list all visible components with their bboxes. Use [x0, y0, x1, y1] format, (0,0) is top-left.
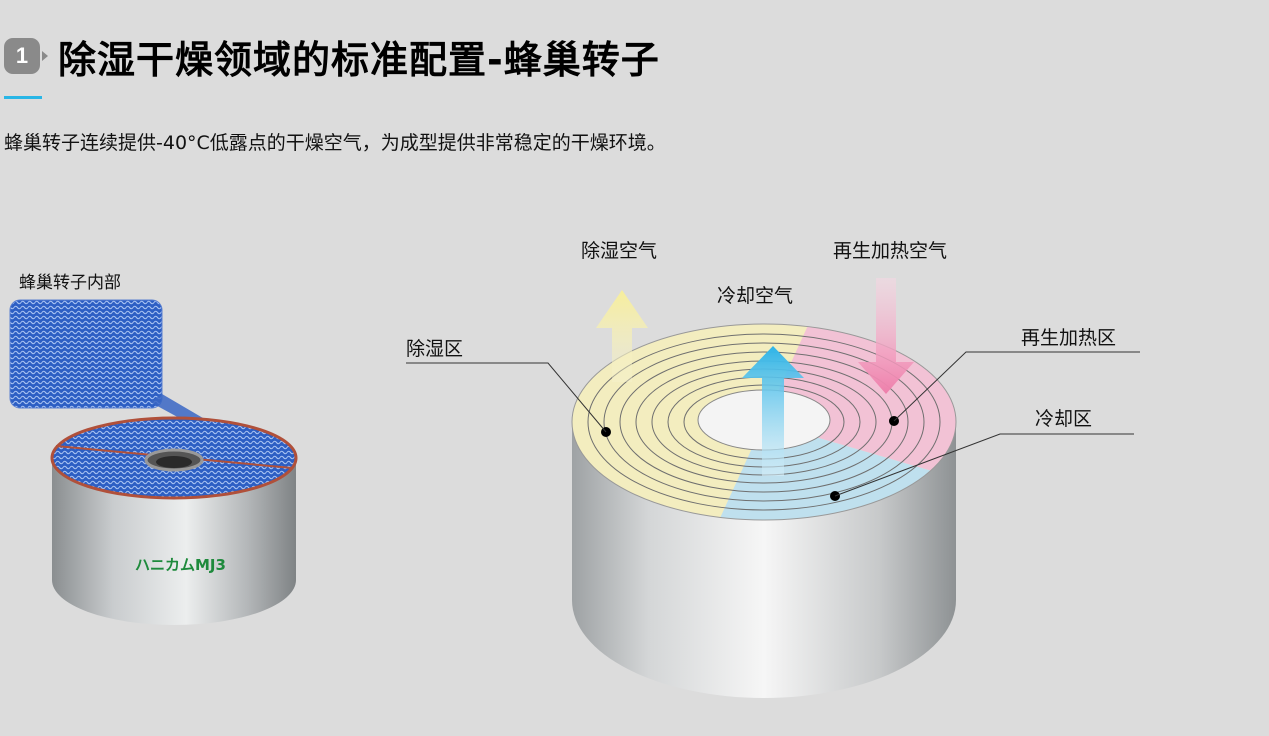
badge-arrow-icon	[42, 51, 48, 61]
regen-heating-air-label: 再生加热空气	[833, 240, 948, 262]
page-title: 除湿干燥领域的标准配置-蜂巢转子	[58, 37, 660, 82]
rotor-zone-diagram	[571, 278, 957, 698]
cooling-zone-label: 冷却区	[1035, 408, 1093, 430]
regen-heating-air-arrow-icon	[858, 278, 914, 394]
regen-heating-zone-label: 再生加热区	[1021, 327, 1117, 349]
honeycomb-closeup	[10, 300, 162, 408]
section-number-badge: 1	[4, 38, 40, 74]
dehumidified-air-label: 除湿空气	[581, 240, 658, 262]
cooling-air-arrow-icon	[742, 346, 804, 476]
section-header: 1 除湿干燥领域的标准配置-蜂巢转子	[4, 28, 660, 84]
rotor-photo-illustration: ハニカムMJ3	[9, 299, 298, 625]
title-underline	[4, 96, 42, 99]
dehumidified-air-arrow-icon	[596, 290, 648, 382]
page-subtitle: 蜂巢转子连续提供-40°C低露点的干燥空气，为成型提供非常稳定的干燥环境。	[4, 132, 666, 154]
rotor-brand-logo: ハニカムMJ3	[135, 556, 226, 574]
rotor-interior-label: 蜂巢转子内部	[19, 273, 121, 293]
dehumid-zone-label: 除湿区	[406, 338, 464, 360]
cooling-air-label: 冷却空气	[717, 285, 794, 307]
